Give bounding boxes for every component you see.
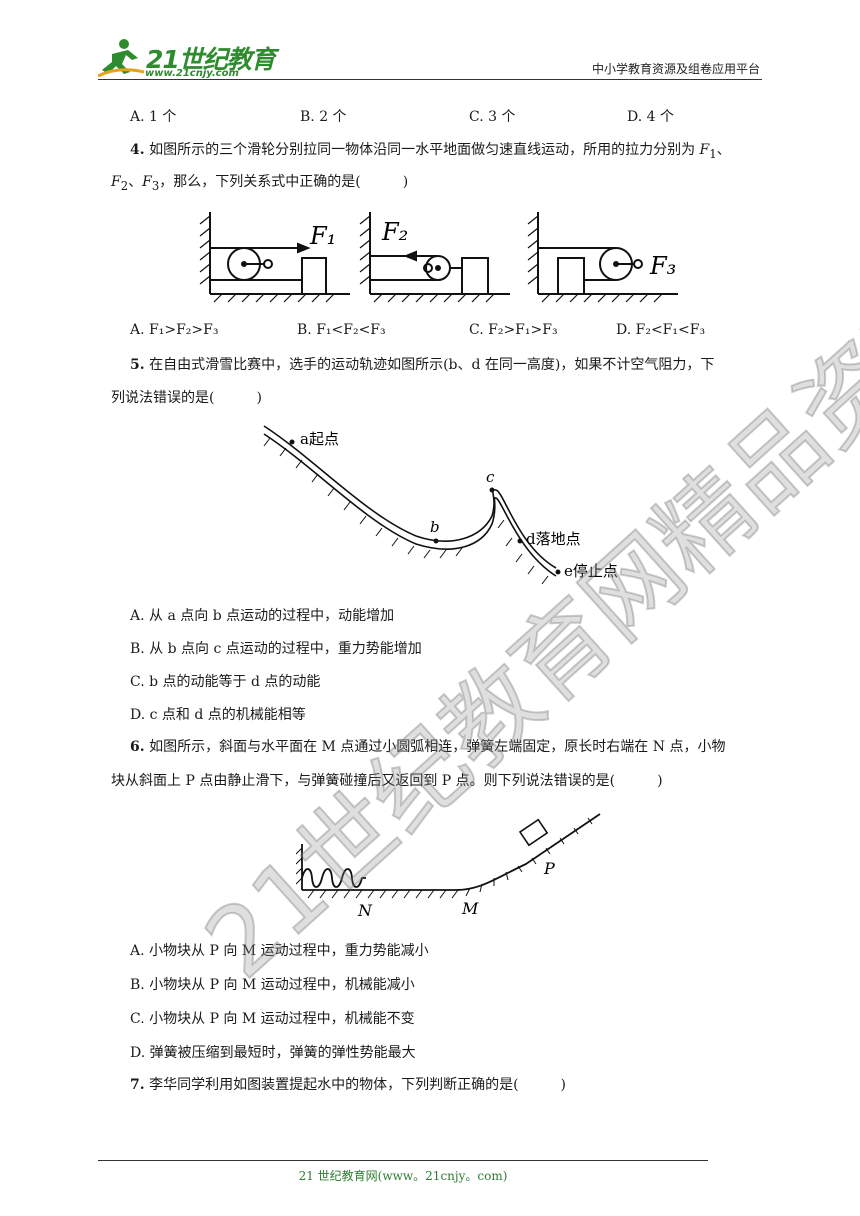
q4-stem-line2: F2、F3，那么，下列关系式中正确的是( ) [111,172,408,196]
label-b: b [430,518,440,536]
point-e [555,569,561,575]
q4-number: 4. [130,142,145,158]
label-a-start: a起点 [300,430,339,448]
logo-url: www.21cnjy.com [145,68,239,79]
label-m: M [461,899,479,918]
q6-stem-line1: 6. 如图所示，斜面与水平面在 M 点通过小圆弧相连，弹簧左端固定，原长时右端在… [130,737,725,757]
pulley-panel-2 [359,212,510,303]
spring-coil [301,868,366,888]
q7-number: 7. [130,1077,145,1093]
q4-stem-text: 如图所示的三个滑轮分别拉同一物体沿同一水平地面做匀速直线运动，所用的拉力分别为 [149,142,696,158]
footer-divider [98,1160,708,1161]
q6-option-d: D. 弹簧被压缩到最短时，弹簧的弹性势能最大 [130,1045,416,1061]
label-f2: F₂ [381,218,408,246]
q5-stem-line1: 5. 在自由式滑雪比赛中，选手的运动轨迹如图所示(b、d 在同一高度)，如果不计… [130,355,714,375]
pulley-panel-1 [199,212,350,303]
header-divider [98,79,762,80]
point-c [489,487,495,493]
q5-number: 5. [130,357,145,373]
point-a [289,439,295,445]
q5-option-b: B. 从 b 点向 c 点运动的过程中，重力势能增加 [130,641,422,657]
q6-option-c: C. 小物块从 P 向 M 运动过程中，机械能不变 [130,1011,415,1027]
q5-ski-track-figure: a起点 b c d落地点 e停止点 [263,425,618,585]
runner-logo-icon [98,39,145,78]
q6-stem-line2: 块从斜面上 P 点由静止滑下，与弹簧碰撞后又返回到 P 点。则下列说法错误的是(… [111,773,663,789]
small-block [518,818,549,847]
q4-stem-line1: 4. 如图所示的三个滑轮分别拉同一物体沿同一水平地面做匀速直线运动，所用的拉力分… [130,140,731,164]
footer-text: 21 世纪教育网(www。21cnjy。com) [298,1169,508,1183]
point-d [517,538,523,544]
logo-wordmark: 21世纪教育 [146,45,276,74]
label-f3: F₃ [649,252,676,280]
ski-track-curve [263,425,557,585]
q4-option-c: C. F₂>F₁>F₃ [469,322,558,338]
q4-pulley-figure: F₁ F₂ [199,212,678,303]
pulley-panel-3 [527,212,678,303]
q3-option-d: D. 4 个 [627,109,674,125]
q5-stem-text: 在自由式滑雪比赛中，选手的运动轨迹如图所示(b、d 在同一高度)，如果不计空气阻… [149,357,715,373]
point-b [433,538,439,544]
q7-stem-line1: 7. 李华同学利用如图装置提起水中的物体，下列判断正确的是( ) [130,1075,566,1095]
q5-option-d: D. c 点和 d 点的机械能相等 [130,707,306,723]
q4-option-b: B. F₁<F₂<F₃ [297,322,386,338]
q5-option-a: A. 从 a 点向 b 点运动的过程中，动能增加 [130,608,395,624]
q4-option-d: D. F₂<F₁<F₃ [616,322,706,338]
q4-option-a: A. F₁>F₂>F₃ [130,322,219,338]
incline-surface [296,813,601,899]
label-n: N [357,901,373,920]
header-tagline: 中小学教育资源及组卷应用平台 [591,62,760,76]
q4-stem-vars1: F1、 [699,142,731,161]
q5-stem-line2: 列说法错误的是( ) [111,390,262,406]
q6-incline-spring-figure: N M P [296,813,601,920]
label-c: c [486,468,495,486]
q6-option-a: A. 小物块从 P 向 M 运动过程中，重力势能减小 [130,943,429,959]
label-d-landing: d落地点 [526,530,581,548]
label-e-stop: e停止点 [564,562,618,580]
q6-stem-text: 如图所示，斜面与水平面在 M 点通过小圆弧相连，弹簧左端固定，原长时右端在 N … [149,739,726,755]
label-p: P [543,859,555,878]
q6-number: 6. [130,739,145,755]
q6-option-b: B. 小物块从 P 向 M 运动过程中，机械能减小 [130,977,415,993]
q3-option-a: A. 1 个 [130,109,177,125]
q3-option-c: C. 3 个 [469,109,516,125]
q3-option-b: B. 2 个 [300,109,347,125]
q4-stem-vars2: F2、F3 [111,174,160,193]
label-f1: F₁ [309,222,336,250]
q7-stem-text: 李华同学利用如图装置提起水中的物体，下列判断正确的是( ) [149,1077,567,1093]
q4-stem-tail: ，那么，下列关系式中正确的是( ) [159,174,409,190]
q5-option-c: C. b 点的动能等于 d 点的动能 [130,674,321,690]
